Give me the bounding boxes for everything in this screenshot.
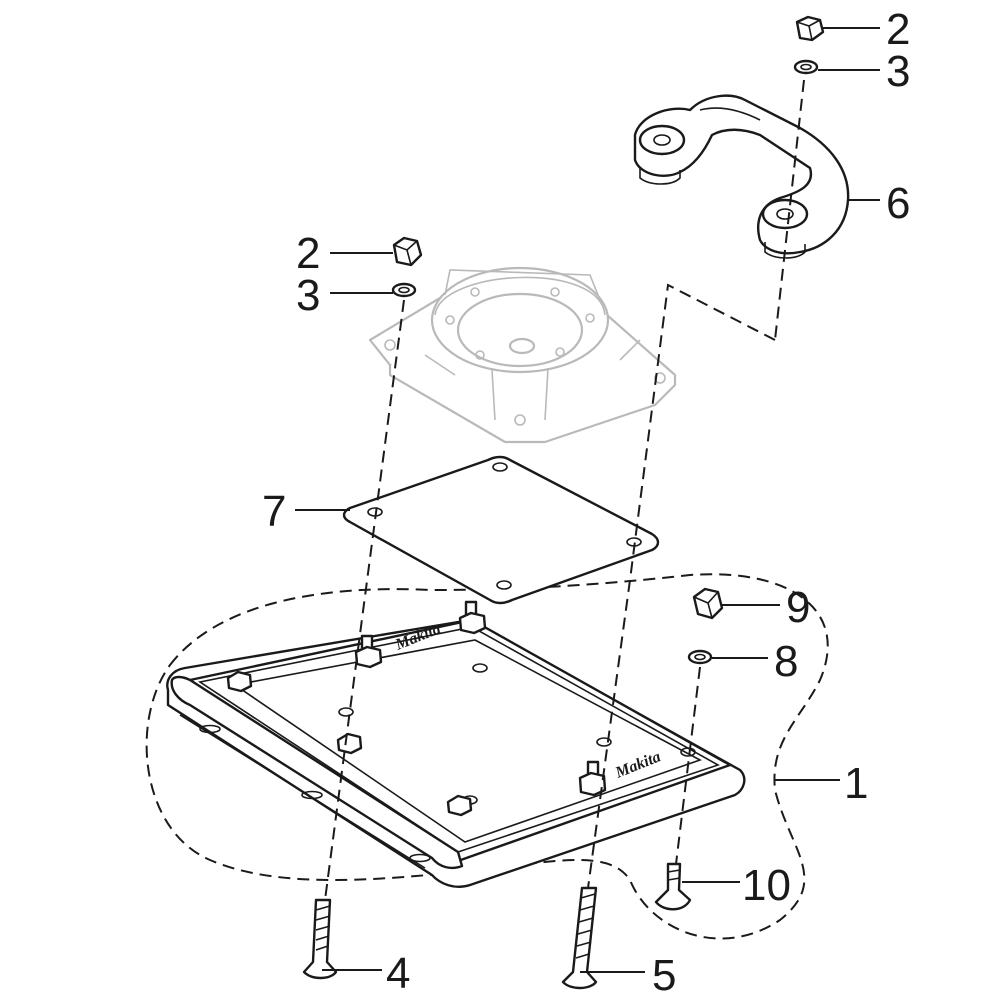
nut-mid bbox=[392, 236, 423, 267]
nut-top bbox=[795, 15, 825, 42]
stud-nut-5 bbox=[336, 732, 363, 755]
motor-flange-ghost bbox=[368, 266, 677, 444]
nut-small bbox=[692, 587, 724, 620]
washer-top bbox=[793, 59, 819, 75]
callout-handle: 6 bbox=[886, 179, 910, 228]
callout-washer-top: 3 bbox=[886, 47, 910, 96]
stud-nut-4 bbox=[226, 670, 253, 693]
alignment-lines bbox=[324, 79, 805, 901]
callout-bolt-left: 4 bbox=[386, 949, 410, 998]
bolt-left bbox=[302, 898, 338, 980]
callout-nut-small: 9 bbox=[786, 583, 810, 632]
callout-washer-small: 8 bbox=[774, 637, 798, 686]
base-plate: Makita Makita bbox=[166, 600, 746, 889]
callout-washer-mid: 3 bbox=[296, 271, 320, 320]
handle bbox=[633, 94, 850, 259]
stud-nut-2 bbox=[458, 600, 487, 635]
assembly-boundary-dashed bbox=[145, 573, 829, 940]
callout-nut-top: 2 bbox=[886, 5, 910, 54]
screw-short bbox=[654, 862, 692, 911]
gasket bbox=[342, 455, 660, 605]
washer-small bbox=[687, 649, 713, 665]
callout-nut-mid: 2 bbox=[296, 229, 320, 278]
leader-lines bbox=[295, 27, 880, 973]
callout-base-assembly: 1 bbox=[844, 759, 868, 808]
callout-gasket: 7 bbox=[262, 487, 286, 536]
stud-nut-3 bbox=[578, 760, 607, 797]
callout-bolt-right: 5 bbox=[652, 951, 676, 1000]
callout-screw-short: 10 bbox=[742, 861, 791, 910]
washer-mid bbox=[391, 282, 417, 298]
stud-nut-6 bbox=[446, 794, 473, 817]
bolt-right bbox=[561, 886, 598, 990]
